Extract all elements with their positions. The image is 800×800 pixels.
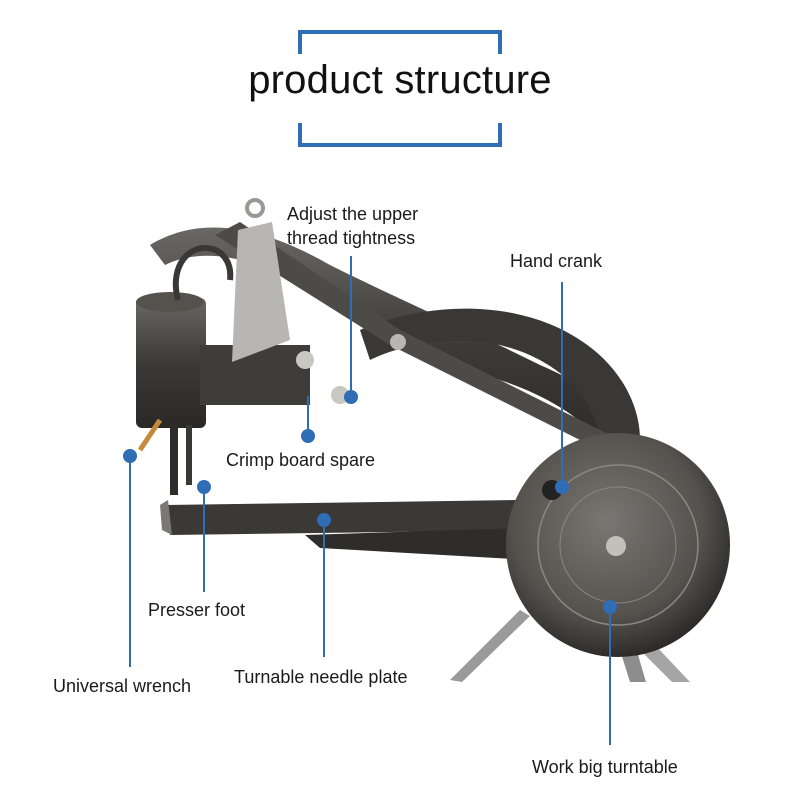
label-work-turntable: Work big turntable: [532, 757, 678, 777]
callout-dot-presser-foot: [197, 480, 211, 494]
callout-dot-adjust-thread: [344, 390, 358, 404]
callout-dot-hand-crank: [555, 480, 569, 494]
callout-dot-work-turntable: [603, 600, 617, 614]
page-title: product structure: [248, 58, 552, 102]
callout-dot-crimp-board: [301, 429, 315, 443]
callout-dots: [123, 390, 617, 614]
callout-dot-needle-plate: [317, 513, 331, 527]
label-adjust-thread-line1: Adjust the upper: [287, 204, 419, 224]
title-frame: [298, 30, 502, 147]
label-adjust-thread-line2: thread tightness: [287, 228, 416, 248]
label-universal-wrench: Universal wrench: [53, 676, 192, 696]
callout-dot-universal-wrench: [123, 449, 137, 463]
label-hand-crank: Hand crank: [510, 251, 603, 271]
label-presser-foot: Presser foot: [148, 600, 246, 620]
label-crimp-board: Crimp board spare: [226, 450, 376, 470]
callout-lines: [129, 256, 611, 745]
label-needle-plate: Turnable needle plate: [234, 667, 408, 687]
